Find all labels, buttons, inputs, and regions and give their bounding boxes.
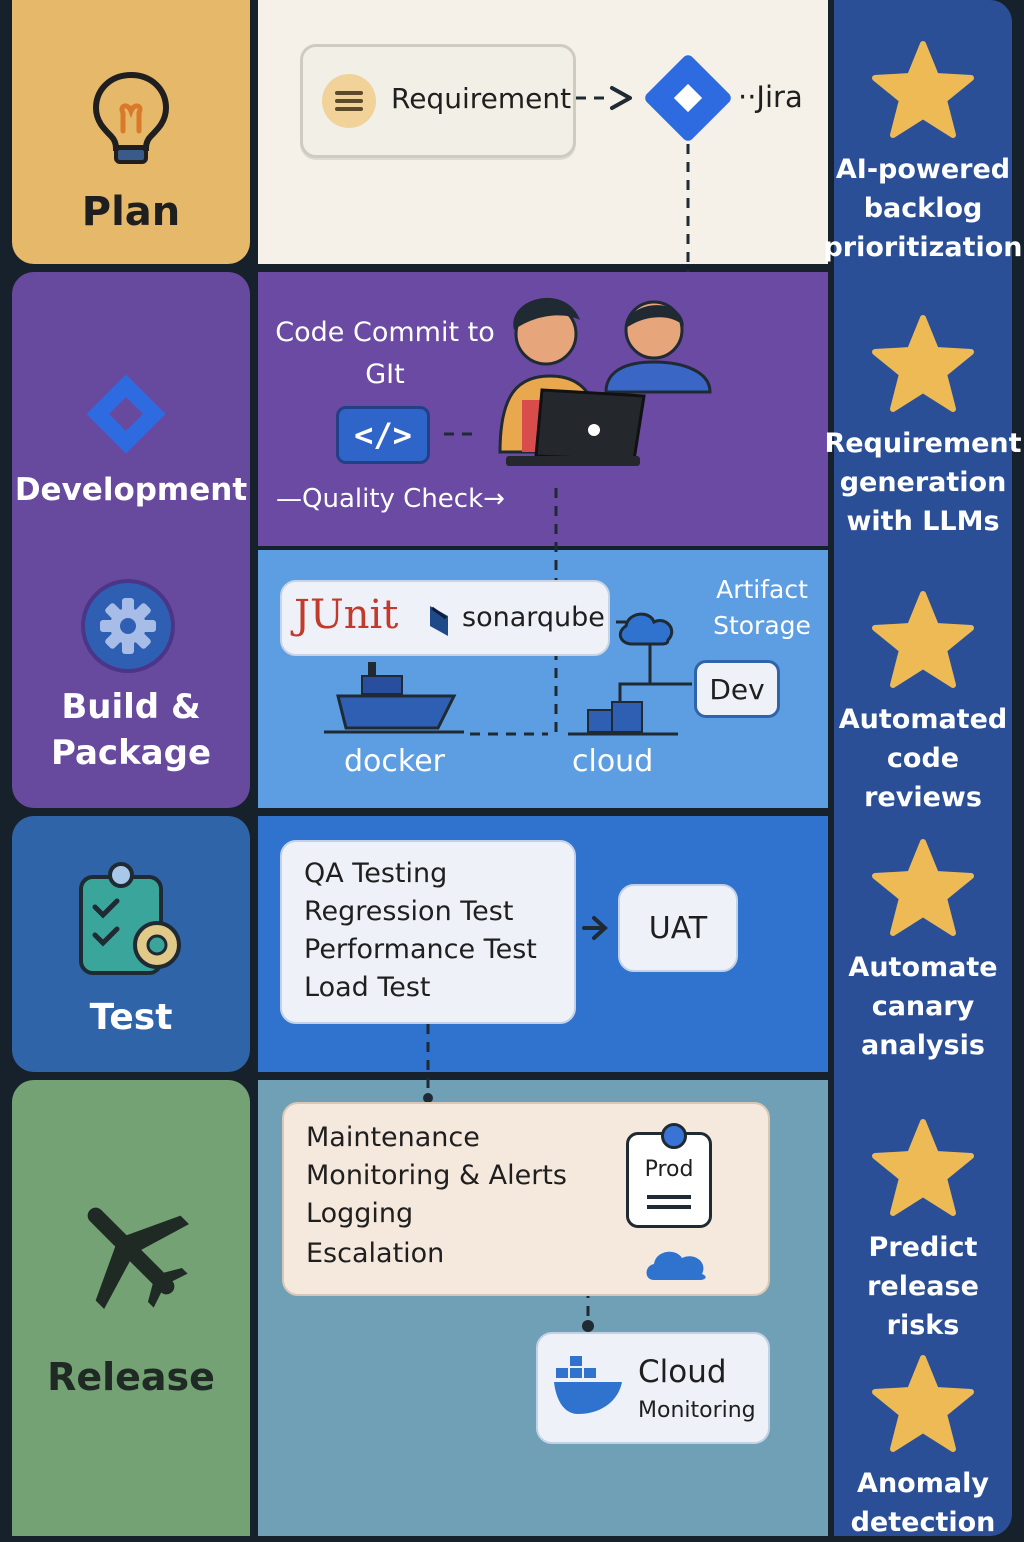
sonarqube-icon <box>430 606 448 636</box>
ai-feature-text-3: Automated code reviews <box>838 704 1008 813</box>
ai-feature-text-1: AI-powered backlog prioritization <box>823 154 1023 263</box>
star-icon <box>872 1119 974 1216</box>
quality-check-text: —Quality Check→ <box>276 484 505 514</box>
lightbulb-icon <box>92 71 170 164</box>
jira-icon[interactable] <box>640 50 736 146</box>
prod-label: Prod <box>644 1157 694 1182</box>
cloud-buildings-icon <box>568 701 678 736</box>
stage-test: Test <box>12 816 250 1072</box>
uat-label: UAT <box>648 910 708 946</box>
prod-clipboard[interactable]: Prod <box>626 1123 712 1228</box>
stage-label-release: Release <box>47 1355 215 1399</box>
cloud-monitoring-title: Cloud <box>638 1354 727 1390</box>
stage-label-build-package: Build & Package <box>50 687 212 773</box>
uat-box[interactable]: UAT <box>618 884 738 972</box>
maintenance-item-4: Escalation <box>306 1238 445 1269</box>
ai-feature-2: Requirement generation with LLMs <box>824 314 1022 541</box>
junit-label: JUnit <box>294 592 399 638</box>
ai-feature-text-5: Predict release risks <box>867 1232 979 1341</box>
star-icon <box>872 1355 974 1452</box>
stage-plan: Plan <box>12 0 250 264</box>
stage-label-test: Test <box>89 996 173 1038</box>
menu-list-icon <box>322 74 376 128</box>
small-cloud-icon <box>646 1251 706 1280</box>
ai-feature-text-2: Requirement generation with LLMs <box>824 428 1022 537</box>
clipboard-lines <box>647 1195 691 1199</box>
cloud-monitoring-subtitle: Monitoring <box>638 1398 756 1423</box>
ai-feature-text-6: Anomaly detection <box>850 1468 996 1538</box>
requirement-label: Requirement <box>391 82 572 115</box>
junit-logo: JUnit <box>294 592 398 638</box>
star-icon <box>872 591 974 688</box>
stage-label-plan: Plan <box>81 189 181 235</box>
stage-dev-build <box>12 272 250 808</box>
star-icon <box>872 41 974 138</box>
ai-feature-text-4: Automate canary analysis <box>848 952 998 1061</box>
dev-badge[interactable]: Dev <box>694 660 780 718</box>
qa-item-2: Regression Test <box>304 896 514 927</box>
qa-item-1: QA Testing <box>304 858 448 889</box>
developers-illustration <box>498 297 712 466</box>
star-icon <box>872 315 974 412</box>
ai-feature-1: AI-powered backlog prioritization <box>823 40 1023 267</box>
docker-label: docker <box>344 744 445 779</box>
code-commit-text: Code Commit to GIt <box>275 317 495 390</box>
docker-ship-icon <box>324 662 464 734</box>
stage-release: Release <box>12 1080 250 1536</box>
qa-item-3: Performance Test <box>304 934 537 965</box>
ai-feature-4: Automate canary analysis <box>834 838 1012 1065</box>
stage-label-development: Development <box>14 472 248 508</box>
code-tag-badge[interactable]: </> <box>336 406 430 464</box>
ai-feature-6: Anomaly detection <box>834 1354 1012 1542</box>
junit-sonar-card[interactable] <box>280 580 610 656</box>
cloud-label: cloud <box>572 744 654 779</box>
gear-icon <box>81 579 175 673</box>
diamond-icon <box>86 374 166 454</box>
maintenance-item-2: Monitoring & Alerts <box>306 1160 567 1191</box>
ai-features-sidebar <box>834 0 1012 1536</box>
ai-feature-3: Automated code reviews <box>834 590 1012 817</box>
artifact-storage-text: Artifact Storage <box>713 575 811 640</box>
code-symbol: </> <box>354 416 412 454</box>
maintenance-item-1: Maintenance <box>306 1122 480 1153</box>
ai-feature-5: Predict release risks <box>834 1118 1012 1345</box>
maintenance-item-3: Logging <box>306 1198 414 1229</box>
sonarqube-label: sonarqube <box>462 602 605 633</box>
jira-label: ··Jira <box>738 80 803 114</box>
docker-whale-icon <box>554 1356 622 1414</box>
storage-tree-icon <box>618 612 692 720</box>
airplane-icon <box>87 1207 189 1309</box>
star-icon <box>872 839 974 936</box>
dev-label: Dev <box>709 672 765 706</box>
qa-item-4: Load Test <box>304 972 431 1003</box>
test-checklist-icon <box>79 861 181 975</box>
clipboard-pin <box>661 1123 687 1149</box>
qa-testing-card[interactable] <box>280 840 576 1024</box>
